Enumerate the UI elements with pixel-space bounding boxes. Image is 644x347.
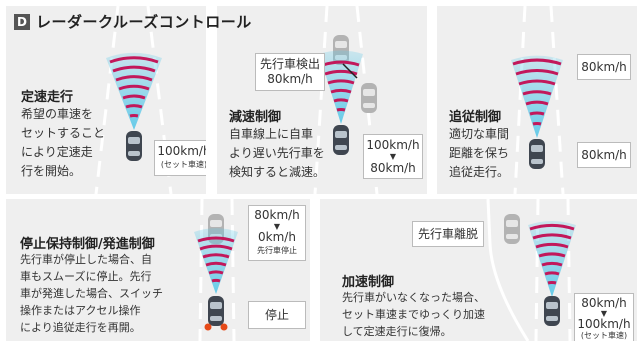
radar-beam	[194, 228, 238, 294]
own-car	[126, 131, 142, 161]
cruise-speed: 100km/h	[157, 144, 206, 158]
stop-line-1: 先行車が停止した場合、自	[20, 253, 152, 266]
accel-heading: 加速制御	[342, 275, 395, 290]
diagram-title: レーダークルーズコントロール	[36, 13, 252, 31]
lane-line-middle	[534, 199, 540, 341]
stop-speed-from: 80km/h	[254, 208, 300, 222]
lane-line-right	[230, 199, 236, 341]
accel-scene	[486, 199, 576, 341]
lane-line-right	[566, 199, 572, 341]
stop-heading: 停止保持制御/発進制御	[20, 237, 155, 252]
depart-label: 先行車離脱	[417, 227, 478, 241]
lane-line-left	[313, 6, 329, 194]
panel-accel: 先行車離脱 加速制御 先行車がいなくなった場合、 セット車速までゆっくり加速 し…	[320, 199, 637, 341]
follow-line-2: 距離を保ち	[449, 146, 510, 160]
depart-box: 先行車離脱	[412, 221, 484, 247]
lane-line-left	[513, 6, 527, 194]
panel-decel: 先行車検出 80km/h 減速制御 自車線上に自車 より遅い先行車を 検知すると…	[217, 6, 427, 194]
accel-line-3: して定速走行に復帰。	[342, 325, 452, 338]
own-car	[208, 296, 224, 326]
follow-description: 適切な車間 距離を保ち 追従走行。	[449, 125, 509, 182]
own-speed: 80km/h	[581, 148, 627, 162]
stop-description: 先行車が停止した場合、自 車もスムーズに停止。先行 車が発進した場合、スイッチ …	[20, 251, 163, 336]
radar-beam	[528, 221, 576, 297]
down-arrow-icon: ▼	[600, 309, 608, 318]
stop-line-3: 車が発進した場合、スイッチ	[20, 287, 163, 300]
stop-speed-box: 80km/h ▼ 0km/h 先行車停止	[248, 205, 306, 261]
stop-note: 先行車停止	[257, 246, 297, 255]
decel-line-2: より遅い先行車を	[229, 146, 325, 160]
cruise-speed-box: 100km/h (セット車速)	[154, 140, 206, 176]
down-arrow-icon: ▼	[273, 222, 281, 231]
own-car	[544, 296, 560, 326]
own-car	[333, 125, 349, 155]
stop-line-5: により追従走行を再開。	[20, 321, 141, 334]
accel-speed-from: 80km/h	[581, 296, 627, 310]
decel-line-1: 自車線上に自車	[229, 127, 314, 141]
decel-speed-box: 100km/h ▼ 80km/h	[363, 134, 423, 179]
diagram-header: D レーダークルーズコントロール	[14, 11, 252, 32]
cruise-line-2: セットすること	[21, 126, 106, 140]
adjacent-car	[361, 83, 377, 113]
follow-heading: 追従制御	[449, 110, 502, 125]
own-car	[529, 139, 545, 169]
stop-label: 停止	[264, 308, 289, 322]
accel-speed-note: (セット車速)	[580, 331, 628, 340]
accel-speed-to: 100km/h	[577, 317, 631, 331]
panel-stop: 80km/h ▼ 0km/h 先行車停止 停止 停止保持制御/発進制御 先行車が…	[6, 199, 310, 341]
decel-description: 自車線上に自車 より遅い先行車を 検知すると減速。	[229, 125, 325, 182]
detect-pointer	[342, 63, 358, 79]
radar-beam	[106, 52, 162, 130]
accel-line-2: セット車速までゆっくり加速	[342, 308, 485, 321]
decel-speed-from: 100km/h	[366, 138, 420, 152]
brake-light-left	[204, 323, 212, 331]
decel-scene	[313, 6, 379, 194]
radar-beam	[511, 55, 563, 138]
detect-label: 先行車検出	[259, 57, 320, 71]
cruise-line-3: により定速走	[21, 145, 93, 159]
panel-follow: 80km/h 80km/h 追従制御 適切な車間 距離を保ち 追従走行。	[437, 6, 637, 194]
lane-line-left	[94, 6, 120, 194]
panel-cruise: 定速走行 希望の車速を セットすること により定速走 行を開始。 100km/h…	[6, 6, 206, 194]
accel-description: 先行車がいなくなった場合、 セット車速までゆっくり加速 して定速走行に復帰。	[342, 289, 485, 340]
decel-heading: 減速制御	[229, 110, 282, 125]
cruise-description: 希望の車速を セットすること により定速走 行を開始。	[21, 105, 105, 181]
stop-line-2: 車もスムーズに停止。先行	[20, 270, 152, 283]
lead-speed: 80km/h	[581, 60, 627, 74]
cruise-speed-note: (セット車速)	[160, 160, 206, 169]
departing-car	[504, 214, 520, 244]
brake-light-right	[220, 323, 228, 331]
accel-line-1: 先行車がいなくなった場合、	[342, 291, 485, 304]
decel-line-3: 検知すると減速。	[229, 165, 326, 179]
cruise-heading: 定速走行	[21, 90, 74, 105]
detect-speed: 80km/h	[267, 72, 313, 86]
stop-scene	[194, 199, 238, 341]
follow-scene	[511, 6, 565, 194]
follow-line-1: 適切な車間	[449, 127, 510, 141]
stop-speed-to: 0km/h	[258, 230, 296, 244]
decel-speed-to: 80km/h	[370, 161, 416, 175]
detect-box: 先行車検出 80km/h	[255, 53, 325, 91]
accel-speed-box: 80km/h ▼ 100km/h (セット車速)	[574, 293, 634, 341]
section-badge: D	[14, 13, 30, 30]
stop-box: 停止	[248, 301, 306, 329]
exit-lane-curve	[486, 199, 530, 341]
lane-line-left	[198, 199, 204, 341]
down-arrow-icon: ▼	[389, 152, 397, 161]
own-speed-box: 80km/h	[577, 142, 631, 168]
cruise-line-1: 希望の車速を	[21, 107, 94, 121]
follow-line-3: 追従走行。	[449, 165, 510, 179]
lead-speed-box: 80km/h	[577, 54, 631, 80]
radar-beam	[319, 50, 363, 124]
cruise-line-4: 行を開始。	[21, 164, 82, 178]
stop-line-4: 操作またはアクセル操作	[20, 304, 141, 317]
lane-line-right	[549, 6, 565, 194]
